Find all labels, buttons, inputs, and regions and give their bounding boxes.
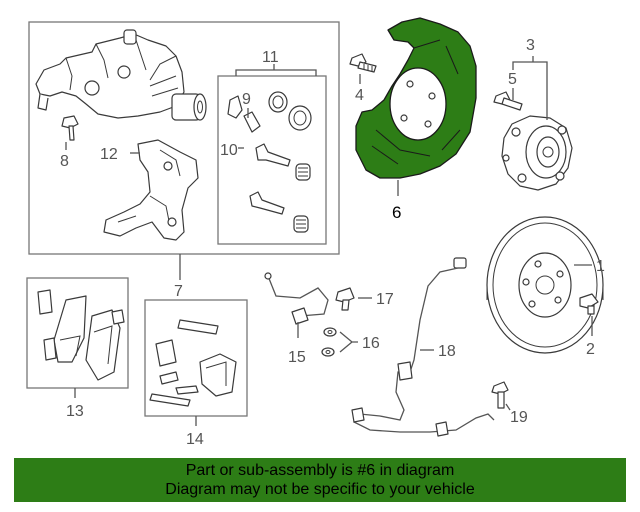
- callout-4: 4: [355, 87, 364, 104]
- brake-pads-box: [26, 277, 129, 389]
- parts-diagram: 3 5 4 6 11 9 10 12 8 7 13 14 1 2 17 16 1…: [26, 17, 605, 448]
- brake-pads-group: [26, 277, 248, 417]
- banner-line-part: Part or sub-assembly is #6 in diagram: [185, 462, 455, 479]
- callout-10: 10: [220, 142, 238, 159]
- copper-washers[interactable]: [321, 327, 337, 357]
- caliper-piston[interactable]: [171, 93, 207, 121]
- brake-rotor[interactable]: [486, 216, 604, 354]
- callout-2: 2: [586, 341, 595, 358]
- guide-pin-kit-parts[interactable]: [227, 91, 312, 233]
- callout-12: 12: [100, 146, 118, 163]
- callout-17: 17: [376, 291, 394, 308]
- callout-1: 1: [596, 258, 605, 275]
- caliper-assembly-box: [28, 21, 340, 255]
- wheel-hub-bearing[interactable]: [501, 115, 573, 191]
- callout-9: 9: [242, 91, 251, 108]
- callout-5: 5: [508, 71, 517, 88]
- dust-shield-bolt[interactable]: [349, 53, 377, 73]
- callout-16: 16: [362, 335, 380, 352]
- callout-14: 14: [186, 431, 204, 448]
- hose-bolt[interactable]: [335, 287, 355, 311]
- brake-dust-shield[interactable]: [355, 17, 477, 179]
- part-info-banner: Part or sub-assembly is #6 in diagram Di…: [14, 458, 626, 502]
- brake-hose[interactable]: [264, 272, 329, 325]
- callout-8: 8: [60, 153, 69, 170]
- caliper-assembly-group: [28, 21, 340, 255]
- caliper-bolt[interactable]: [61, 115, 79, 141]
- guide-pin-kit-box: [217, 75, 327, 245]
- hub-bolt[interactable]: [493, 91, 523, 111]
- brake-pad-set[interactable]: [37, 289, 125, 381]
- callout-15: 15: [288, 349, 306, 366]
- callout-11: 11: [262, 49, 279, 66]
- leader-lines: [65, 56, 593, 426]
- pad-hardware-kit[interactable]: [149, 319, 237, 407]
- callout-13: 13: [66, 403, 84, 420]
- callout-7: 7: [174, 283, 183, 300]
- callout-3: 3: [526, 37, 535, 54]
- callout-6: 6: [392, 203, 401, 222]
- brake-caliper-housing[interactable]: [35, 29, 185, 119]
- rotor-screw[interactable]: [579, 293, 599, 315]
- sensor-bolt[interactable]: [491, 381, 509, 409]
- banner-line-disclaimer: Diagram may not be specific to your vehi…: [165, 481, 475, 498]
- callout-19: 19: [510, 409, 528, 426]
- abs-wheel-speed-sensor[interactable]: [351, 257, 495, 437]
- callout-18: 18: [438, 343, 456, 360]
- caliper-bracket[interactable]: [103, 139, 199, 241]
